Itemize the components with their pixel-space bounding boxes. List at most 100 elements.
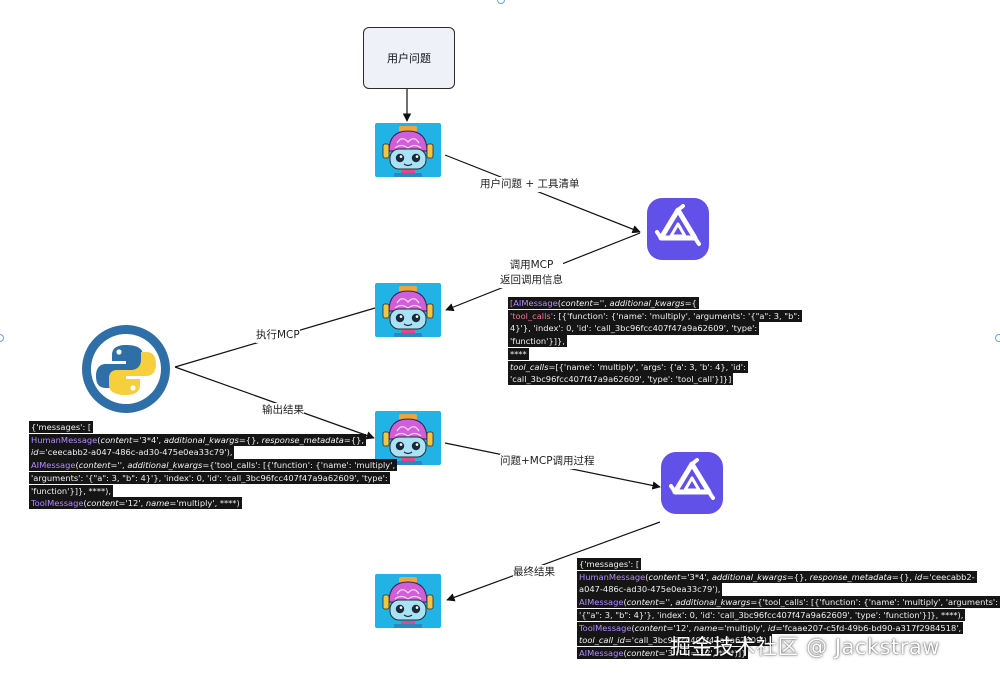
code-line: {'messages': [ — [29, 421, 94, 434]
edge-label-final-result: 最终结果 — [513, 565, 555, 580]
robot-brain-icon — [374, 573, 442, 629]
code-token: response_metadata — [809, 571, 892, 582]
edge-label-python-exec: 执行MCP — [256, 328, 300, 343]
code-token: a047-486c-ad30-475e0ea33c79'), — [579, 584, 721, 595]
code-token: tool_calls — [510, 361, 549, 372]
code-token: ={}, — [238, 434, 262, 445]
code-token: id — [767, 622, 776, 633]
code-line: ToolMessage(content='12', name='multiply… — [577, 621, 964, 634]
code-block-ai-tool-call: [AIMessage(content='', additional_kwargs… — [508, 297, 803, 386]
code-line: HumanMessage(content='3*4', additional_k… — [577, 570, 977, 583]
code-line: tool_calls=[{'name': 'multiply', 'args':… — [508, 360, 748, 373]
code-token: ='multiply', — [717, 622, 768, 633]
code-block-messages-final: {'messages': [HumanMessage(content='3*4'… — [577, 558, 1000, 660]
code-token: additional_kwargs — [609, 298, 685, 308]
code-token: ='multiply', ****) — [169, 498, 240, 509]
code-token: 'tool_calls' — [510, 310, 553, 321]
code-token: AIMessage — [579, 597, 624, 608]
code-token: ( — [631, 622, 635, 633]
code-line: AIMessage(content='', additional_kwargs=… — [577, 596, 1000, 609]
code-token: ={'tool_calls': [{'function': {'name': '… — [202, 460, 396, 471]
code-line: '{"a": 3, "b": 4}'}, 'index': 0, 'id': '… — [577, 608, 966, 622]
edge-label-llm-reply: 调用MCP 返回调用信息 — [500, 258, 563, 288]
edge-label-to-llm: 用户问题 + 工具清单 — [480, 177, 580, 192]
code-token: content — [86, 498, 119, 509]
code-token: name — [145, 498, 170, 509]
code-line: AIMessage(content='3 * 4 = 12', ****)]} — [577, 646, 749, 660]
code-token: ='12', — [666, 622, 694, 633]
python-logo-icon — [82, 325, 170, 413]
edge-agent-to-qwen — [444, 154, 641, 234]
code-token: : [{'function': {'name': 'multiply', 'ar… — [553, 310, 801, 321]
code-token: id — [914, 571, 923, 582]
code-token: ToolMessage — [579, 622, 632, 633]
code-line: AIMessage(content='', additional_kwargs=… — [29, 459, 398, 472]
code-token: ='fcaae207-c5fd-49b6-bd90-a317f2984518', — [775, 622, 962, 633]
code-token: [AIMessage — [510, 298, 558, 308]
code-token: content — [634, 622, 667, 633]
code-token: ='', — [658, 597, 676, 608]
edge-label-to-llm-2: 问题+MCP调用过程 — [500, 454, 595, 469]
code-token: AIMessage — [31, 460, 76, 471]
code-token: 'function'}]}, — [510, 336, 565, 347]
code-token: ='ceecabb2- — [922, 571, 975, 582]
code-token: ='call_3bc96fcc407f47a9a62609'), — [624, 635, 770, 646]
edge-python-to-agent — [174, 366, 375, 440]
code-token: **** — [510, 348, 527, 359]
code-token: =[{'name': 'multiply', 'args': {'a': 3, … — [548, 361, 746, 372]
robot-brain-icon — [374, 122, 442, 178]
code-token: 'call_3bc96fcc407f47a9a62609', 'type': '… — [510, 374, 732, 385]
code-token: '{"a": 3, "b": 4}'}, 'index': 0, 'id': '… — [579, 609, 964, 620]
code-line: a047-486c-ad30-475e0ea33c79'), — [577, 583, 723, 596]
edge-label-llm-reply-line1: 调用MCP — [509, 259, 554, 271]
code-token: HumanMessage — [579, 571, 646, 582]
user-question-node[interactable]: 用户问题 — [363, 27, 455, 89]
code-token: additional_kwargs — [163, 434, 239, 445]
code-line: 'arguments': '{"a": 3, "b": 4}'}, 'index… — [29, 471, 390, 485]
code-token: content — [100, 434, 133, 445]
code-token: ( — [623, 647, 627, 658]
code-token: ={ — [684, 298, 697, 308]
code-token: AIMessage — [579, 647, 624, 658]
code-token: ( — [83, 498, 87, 509]
code-token: additional_kwargs — [675, 597, 751, 608]
code-token: tool_call_id — [579, 635, 625, 646]
code-token: ={}, — [786, 571, 810, 582]
code-line: tool_call_id='call_3bc96fcc407f47a9a6260… — [577, 634, 772, 647]
code-token: ='12', — [118, 498, 146, 509]
edge-label-output-result: 输出结果 — [262, 403, 304, 418]
code-token: ='', — [110, 460, 128, 471]
code-token: ( — [623, 597, 627, 608]
code-token: HumanMessage — [31, 434, 98, 445]
qwen-logo-icon — [661, 452, 723, 514]
code-token: 'arguments': '{"a": 3, "b": 4}'}, 'index… — [31, 472, 388, 483]
code-token: ='3*4', — [680, 571, 712, 582]
code-line: **** — [508, 347, 529, 361]
code-token: content — [626, 647, 659, 658]
code-token: ( — [75, 460, 79, 471]
code-token: ='', — [592, 298, 610, 308]
qwen-logo-icon — [647, 198, 709, 260]
user-question-label: 用户问题 — [387, 52, 431, 65]
edge-qwen-to-final-agent — [446, 521, 661, 602]
code-token: content — [560, 298, 593, 308]
code-token: ='ceecabb2-a047-486c-ad30-475e0ea33c79')… — [38, 447, 233, 458]
code-line: id='ceecabb2-a047-486c-ad30-475e0ea33c79… — [29, 446, 235, 459]
code-token: name — [693, 622, 718, 633]
code-line: 'tool_calls': [{'function': {'name': 'mu… — [508, 309, 803, 322]
code-token: id — [31, 447, 39, 458]
code-token: additional_kwargs — [127, 460, 203, 471]
canvas-handle-right[interactable] — [995, 334, 1000, 342]
code-token: 4}'}, 'index': 0, 'id': 'call_3bc96fcc40… — [510, 323, 758, 334]
code-token: ( — [97, 434, 101, 445]
code-token: ='3 * 4 = 12', ****)]} — [658, 647, 747, 658]
code-token: ( — [557, 298, 561, 308]
code-token: ( — [645, 571, 649, 582]
robot-brain-icon — [374, 282, 442, 338]
code-block-messages-input: {'messages': [HumanMessage(content='3*4'… — [29, 421, 398, 510]
code-token: response_metadata — [261, 434, 344, 445]
code-token: ='3*4', — [132, 434, 164, 445]
code-token: ={}, — [891, 571, 915, 582]
code-line: 'call_3bc96fcc407f47a9a62609', 'type': '… — [508, 373, 734, 386]
